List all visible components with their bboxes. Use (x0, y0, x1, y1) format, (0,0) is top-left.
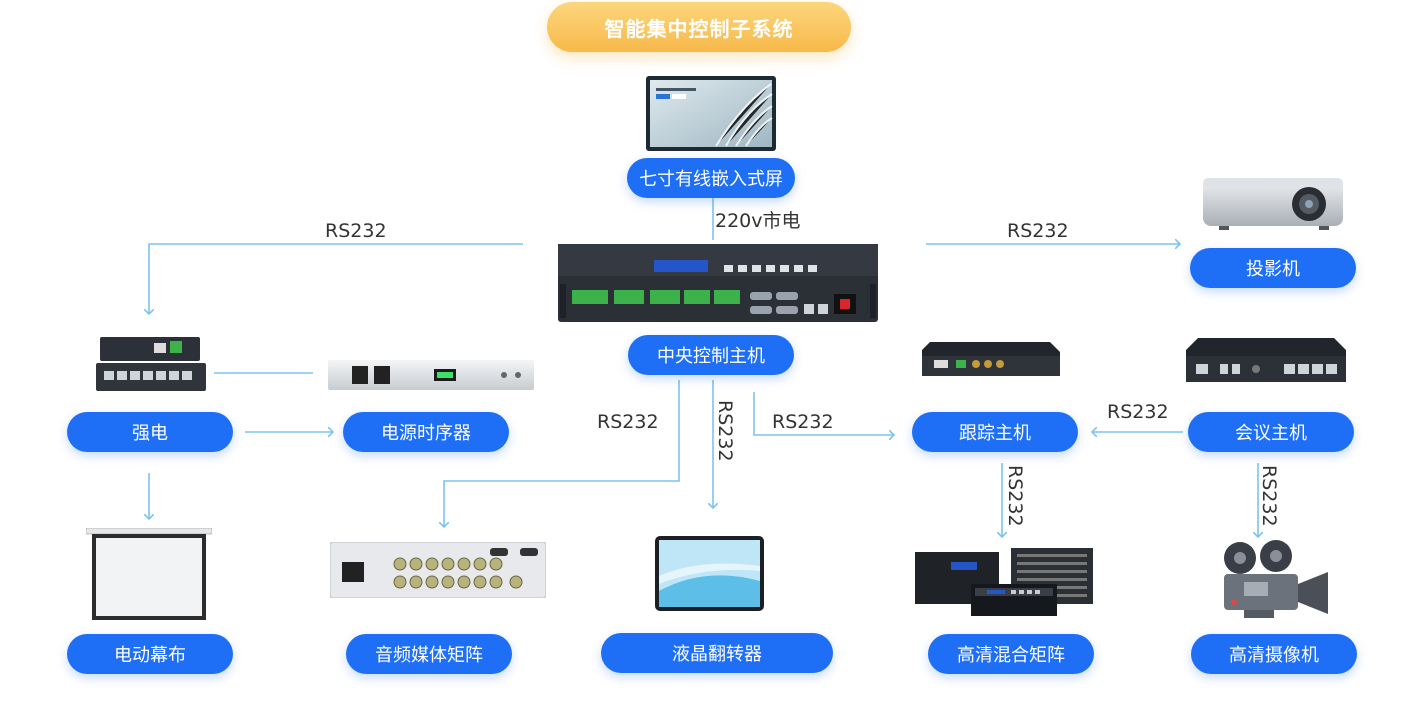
link-host-tracking (753, 392, 894, 435)
audio-matrix-image (330, 542, 546, 598)
node-conference-host[interactable]: 会议主机 (1188, 412, 1354, 452)
label-rs232-right: RS232 (1007, 220, 1069, 242)
node-tracking-host[interactable]: 跟踪主机 (912, 412, 1078, 452)
node-central-host[interactable]: 中央控制主机 (628, 335, 794, 375)
motor-screen-image (86, 528, 212, 620)
label-rs232-left: RS232 (325, 220, 387, 242)
link-host-strong-power (149, 243, 523, 314)
label-rs232-lcd: RS232 (714, 400, 736, 462)
conference-host-image (1186, 338, 1346, 382)
node-hd-camera[interactable]: 高清摄像机 (1191, 634, 1357, 674)
label-220v: 220v市电 (715, 210, 801, 232)
node-hd-mixed-matrix[interactable]: 高清混合矩阵 (928, 634, 1094, 674)
touch-screen-image (646, 76, 776, 151)
hd-camera-image (1224, 540, 1328, 618)
label-rs232-camera: RS232 (1258, 465, 1280, 527)
label-rs232-tracking: RS232 (772, 411, 834, 433)
system-title: 智能集中控制子系统 (547, 2, 851, 52)
lcd-flipper-image (655, 536, 764, 611)
node-lcd-flipper[interactable]: 液晶翻转器 (601, 633, 833, 673)
node-motor-screen[interactable]: 电动幕布 (67, 634, 233, 674)
label-rs232-matrix: RS232 (1004, 465, 1026, 527)
central-host-image (558, 244, 878, 322)
link-host-audio (444, 380, 680, 527)
hd-matrix-image (915, 548, 1093, 616)
label-rs232-conference: RS232 (1107, 401, 1169, 423)
power-sequencer-image (328, 360, 534, 390)
node-audio-matrix[interactable]: 音频媒体矩阵 (346, 634, 512, 674)
node-power-sequencer[interactable]: 电源时序器 (343, 412, 509, 452)
projector-image (1203, 178, 1343, 230)
tracking-host-image (922, 342, 1060, 376)
node-projector[interactable]: 投影机 (1190, 248, 1356, 288)
strong-power-image (96, 337, 206, 391)
node-strong-power[interactable]: 强电 (67, 412, 233, 452)
label-rs232-audio: RS232 (597, 411, 659, 433)
node-touch-screen[interactable]: 七寸有线嵌入式屏 (627, 158, 795, 198)
